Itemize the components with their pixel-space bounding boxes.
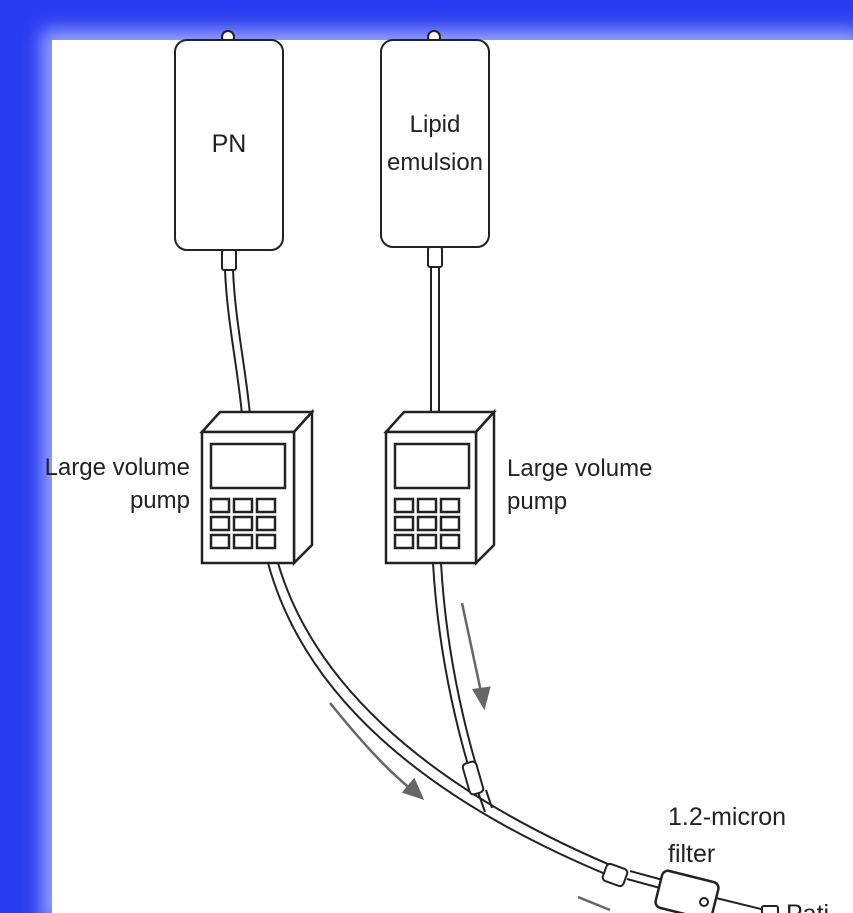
pn-bag-label: PN bbox=[212, 130, 247, 158]
patient-connector bbox=[761, 905, 779, 913]
lipid-bag-port bbox=[427, 246, 443, 268]
left-pump bbox=[199, 408, 315, 567]
left-pump-screen bbox=[209, 442, 287, 490]
filter-label-line1: 1.2-micron bbox=[668, 803, 786, 831]
lipid-join-edge-b bbox=[485, 789, 493, 809]
filter-connector bbox=[601, 862, 629, 888]
left-pump-label-line1: Large volume bbox=[45, 454, 190, 481]
tubing-upper bbox=[224, 267, 440, 418]
y-site-connector bbox=[461, 760, 485, 796]
lipid-tube-edge-b bbox=[440, 562, 477, 766]
lipid-flow-arrowhead bbox=[471, 686, 491, 711]
left-pump-keypad bbox=[209, 497, 277, 550]
filter-inlet-tube-b bbox=[629, 870, 664, 881]
pn-bag-port bbox=[221, 249, 237, 271]
lipid-bag-label-line2: emulsion bbox=[387, 149, 483, 176]
lipid-tube-edge-a bbox=[432, 562, 469, 766]
flow-arrows bbox=[329, 602, 611, 912]
left-pump-label-line2: pump bbox=[130, 487, 190, 514]
filter-inlet-tube-a bbox=[626, 878, 661, 889]
pn-main-tube-edge-a bbox=[267, 562, 616, 879]
left-pump-side-face bbox=[292, 408, 314, 567]
lipid-bag-label-line1: Lipid bbox=[410, 111, 461, 138]
pn-tube-right-edge bbox=[232, 269, 251, 416]
lipid-flow-arrow bbox=[460, 602, 483, 693]
right-pump-screen bbox=[393, 442, 471, 490]
right-pump-label-line2: pump bbox=[507, 488, 567, 515]
filter-flow-arrow bbox=[577, 895, 611, 912]
right-pump-side-face bbox=[474, 408, 496, 567]
right-pump bbox=[383, 408, 497, 567]
inline-filter bbox=[654, 869, 720, 913]
patient-label: Pati bbox=[786, 900, 829, 913]
tubing-lower bbox=[267, 562, 766, 911]
pn-flow-arrowhead bbox=[401, 777, 425, 801]
filter-outlet-tube bbox=[715, 897, 766, 911]
pn-flow-arrow bbox=[329, 702, 413, 791]
filter-vent bbox=[699, 897, 709, 907]
filter-label-line2: filter bbox=[668, 840, 715, 868]
pn-tube-left-edge bbox=[224, 269, 243, 416]
right-pump-keypad bbox=[393, 497, 461, 550]
lipid-join-edge-a bbox=[477, 791, 486, 813]
pn-bag bbox=[174, 30, 284, 271]
lipid-bag-body bbox=[380, 39, 490, 248]
right-pump-label-line1: Large volume bbox=[507, 455, 652, 482]
pn-main-tube-edge-b bbox=[277, 562, 623, 871]
lipid-bag bbox=[380, 30, 490, 268]
